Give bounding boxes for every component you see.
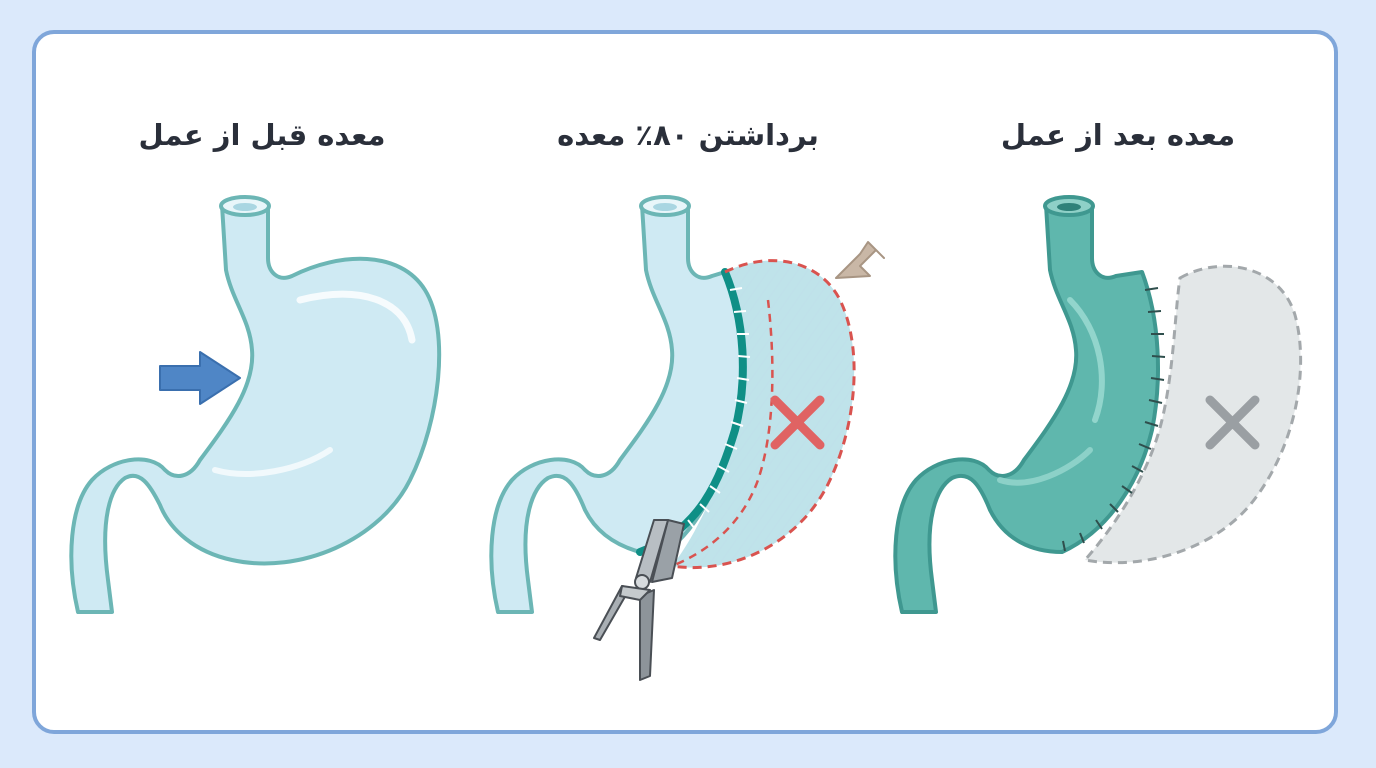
esophagus-lumen-cut [653,203,677,211]
removed-ghost [1082,264,1303,565]
cross-icon-gray [1205,395,1260,450]
highlight-before [296,290,416,344]
diagonal-arrow-icon [835,241,885,279]
stomach-before-body [69,203,442,614]
stomach-after [893,195,1303,614]
panel-title-after: معده بعد از عمل [1000,118,1236,152]
staple-marks-after [1062,287,1166,552]
cut-inner-line [671,299,774,568]
sleeve-after-body [893,203,1160,614]
esophagus-lumen-after [1057,203,1081,211]
highlight-after [1067,297,1105,423]
esophagus-lumen-before [233,203,257,211]
stomach-cut [489,195,885,681]
highlight-after-2 [997,447,1093,486]
scissors-icon [593,519,685,681]
right-arrow-icon [159,351,241,405]
cross-icon [770,395,825,450]
panel-title-before: معده قبل از عمل [138,118,386,152]
panel-title-cut: برداشتن ۸۰٪ معده [557,118,819,152]
stomach-before [69,195,442,614]
cut-outline [671,259,856,570]
highlight-before-2 [212,447,333,477]
